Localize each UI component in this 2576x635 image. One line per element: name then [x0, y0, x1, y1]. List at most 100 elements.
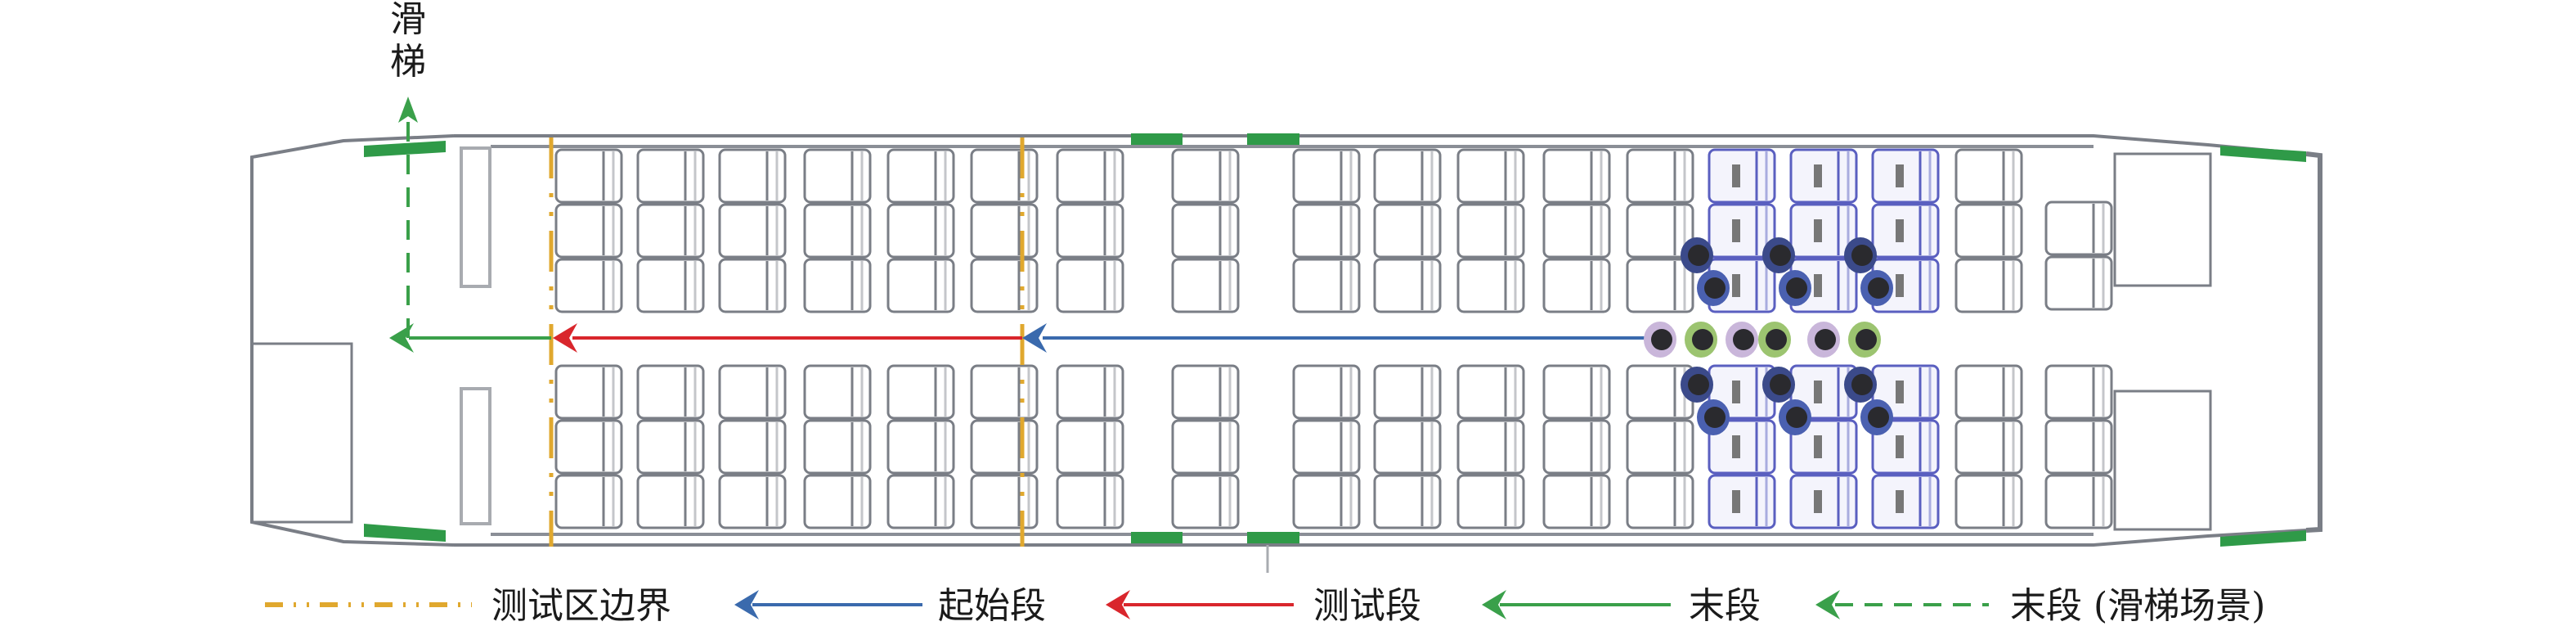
seat-highlighted: [1789, 203, 1858, 259]
door-mid-upper-2: [1247, 133, 1299, 145]
passenger-icon: [1779, 399, 1811, 435]
seat-highlighted: [1871, 364, 1940, 420]
seat: [1954, 474, 2023, 529]
seat: [718, 474, 787, 529]
passenger-icon: [1681, 237, 1713, 273]
passenger-icon: [1758, 322, 1791, 358]
seat: [1626, 474, 1694, 529]
seat: [1626, 258, 1694, 313]
door-rear-lower: [2220, 530, 2306, 547]
seat: [1373, 419, 1442, 475]
seat: [970, 203, 1039, 259]
seat: [1542, 203, 1611, 259]
seat: [1542, 474, 1611, 529]
seat: [1626, 148, 1694, 204]
seat: [1292, 364, 1361, 420]
legend-slide-label: 末段 (滑梯场景): [2010, 585, 2265, 627]
seat: [1626, 419, 1694, 475]
seat: [1456, 474, 1525, 529]
seat: [636, 258, 705, 313]
seat: [1171, 419, 1240, 475]
seat: [1954, 419, 2023, 475]
seat: [970, 474, 1039, 529]
seat: [636, 364, 705, 420]
seat: [718, 203, 787, 259]
seat: [636, 148, 705, 204]
door-front-lower: [364, 524, 446, 542]
passenger-icon: [1779, 270, 1811, 306]
seat: [2044, 200, 2113, 256]
seat-highlighted: [1708, 474, 1776, 529]
seat: [1456, 203, 1525, 259]
passenger-icon: [1807, 322, 1840, 358]
seat: [1171, 203, 1240, 259]
seat: [1954, 364, 2023, 420]
legend-test-arrowhead: [1106, 590, 1130, 619]
seat: [1292, 258, 1361, 313]
seat: [1542, 364, 1611, 420]
seat-highlighted: [1708, 419, 1776, 475]
seat: [803, 148, 872, 204]
seat: [886, 203, 955, 259]
seat: [1056, 203, 1124, 259]
passenger-icon: [1685, 322, 1717, 358]
seat-highlighted: [1871, 419, 1940, 475]
seat-map: [554, 148, 2113, 529]
door-mid-lower-2: [1247, 532, 1299, 543]
passenger-icon: [1848, 322, 1881, 358]
door-rear-upper: [2220, 146, 2306, 162]
legend-start-label: 起始段: [938, 585, 1046, 627]
seat: [1456, 148, 1525, 204]
seat: [554, 258, 623, 313]
seat: [1056, 148, 1124, 204]
passenger-icon: [1844, 237, 1877, 273]
seat: [1373, 258, 1442, 313]
seat: [1542, 258, 1611, 313]
seat-highlighted: [1789, 474, 1858, 529]
seat: [1056, 364, 1124, 420]
seat: [970, 148, 1039, 204]
seat: [970, 419, 1039, 475]
passenger-group: [1644, 237, 1893, 435]
seat: [1954, 148, 2023, 204]
seat-highlighted: [1789, 148, 1858, 204]
seat-highlighted: [1708, 203, 1776, 259]
seat: [718, 258, 787, 313]
seat: [970, 258, 1039, 313]
seat: [636, 203, 705, 259]
seat: [2044, 255, 2113, 311]
seat: [1056, 474, 1124, 529]
seat: [886, 474, 955, 529]
seat: [1171, 474, 1240, 529]
seat: [1456, 258, 1525, 313]
seat: [1292, 419, 1361, 475]
passenger-icon: [1844, 367, 1877, 403]
seat: [554, 203, 623, 259]
slide-segment-arrowhead: [398, 97, 418, 123]
door-mid-lower-1: [1131, 532, 1183, 543]
seat-highlighted: [1871, 203, 1940, 259]
doors: [364, 133, 2306, 547]
seat: [2044, 364, 2113, 420]
passenger-icon: [1697, 270, 1730, 306]
seat: [1171, 364, 1240, 420]
fuselage-outline: [250, 134, 2322, 573]
seat: [1373, 364, 1442, 420]
legend-boundary-label: 测试区边界: [491, 585, 671, 627]
legend-end-label: 末段: [1689, 585, 1761, 627]
start-segment-arrowhead: [1022, 323, 1047, 353]
legend-test-label: 测试段: [1313, 585, 1421, 627]
seat-highlighted: [1708, 148, 1776, 204]
seat: [1542, 148, 1611, 204]
seat: [1542, 419, 1611, 475]
seat: [1171, 148, 1240, 204]
seat: [886, 364, 955, 420]
seat: [886, 148, 955, 204]
seat-highlighted: [1871, 474, 1940, 529]
seat: [803, 258, 872, 313]
seat-highlighted: [1789, 419, 1858, 475]
passenger-icon: [1644, 322, 1676, 358]
seat: [636, 419, 705, 475]
